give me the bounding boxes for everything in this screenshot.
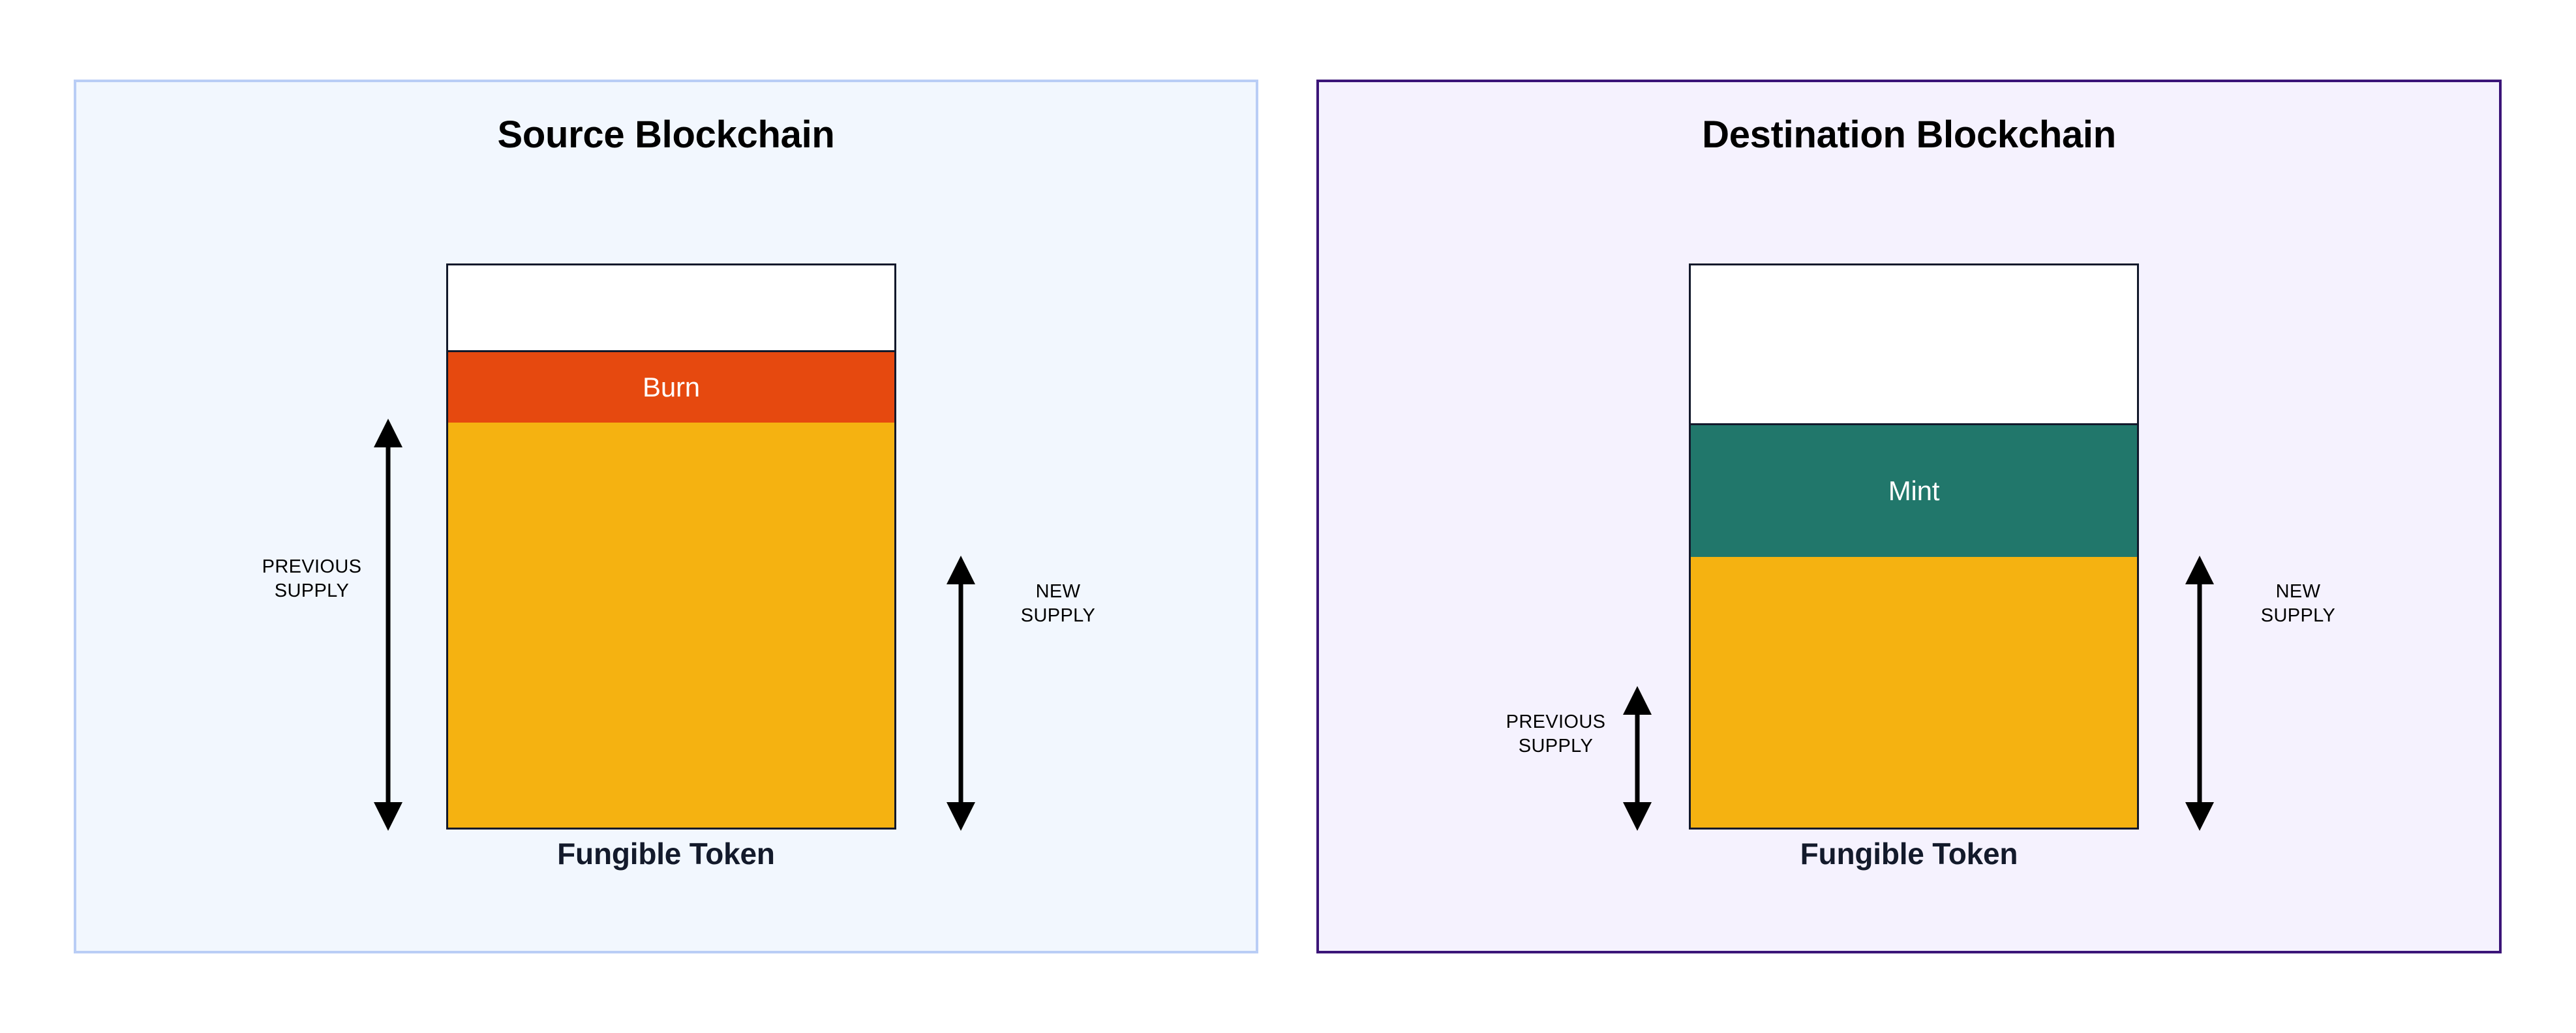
- source-panel-caption: Fungible Token: [557, 837, 775, 871]
- source-segment-burn-label: Burn: [643, 372, 700, 402]
- destination-bar-segment-empty: [1689, 263, 2139, 425]
- destination-new-supply-label: NEW SUPPLY: [2260, 581, 2336, 627]
- source-new-supply-arrow: [947, 556, 975, 831]
- destination-new-supply-arrow: [2185, 556, 2214, 831]
- source-panel-title: Source Blockchain: [497, 113, 835, 156]
- source-new-supply-label: NEW SUPPLY: [1020, 581, 1096, 627]
- destination-previous-supply-label: PREVIOUS SUPPLY: [1506, 711, 1606, 757]
- source-bar-segment-burn: Burn: [446, 350, 896, 425]
- destination-token-supply-bar: Mint: [1689, 263, 2139, 830]
- source-bar-segment-empty: [446, 263, 896, 352]
- destination-previous-supply-arrow: [1623, 686, 1652, 831]
- source-previous-supply-label: PREVIOUS SUPPLY: [262, 556, 362, 602]
- destination-panel-title: Destination Blockchain: [1702, 113, 2116, 156]
- destination-panel-caption: Fungible Token: [1800, 837, 2018, 871]
- destination-bar-segment-mint: Mint: [1689, 423, 2139, 559]
- source-blockchain-panel: Source Blockchain Burn PREVIOUS SUPPLY N…: [74, 80, 1258, 953]
- source-bar-segment-remaining-supply: [446, 423, 896, 830]
- destination-segment-mint-label: Mint: [1888, 475, 1940, 506]
- source-token-supply-bar: Burn: [446, 263, 896, 830]
- destination-bar-segment-previous-supply: [1689, 557, 2139, 830]
- source-previous-supply-arrow: [374, 419, 402, 831]
- destination-blockchain-panel: Destination Blockchain Mint PREVIOUS SUP…: [1316, 80, 2502, 953]
